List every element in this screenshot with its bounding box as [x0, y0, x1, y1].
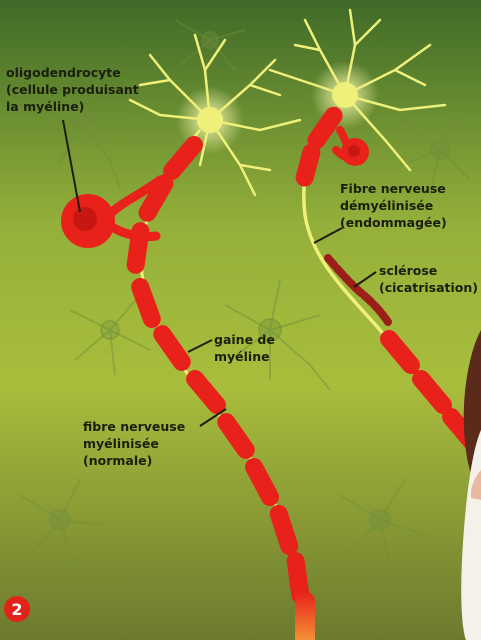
- label-sclerosis: sclérose (cicatrisation): [379, 262, 478, 296]
- label-myelinated-fibre: fibre nerveuse myélinisée (normale): [83, 418, 185, 469]
- label-demyelinated-fibre: Fibre nerveuse démyélinisée (endommagée): [340, 180, 447, 231]
- figure-number-badge: 2: [4, 596, 30, 622]
- label-myelin-sheath: gaine de myéline: [214, 331, 275, 365]
- label-oligodendrocyte: oligodendrocyte (cellule produisant la m…: [6, 64, 139, 115]
